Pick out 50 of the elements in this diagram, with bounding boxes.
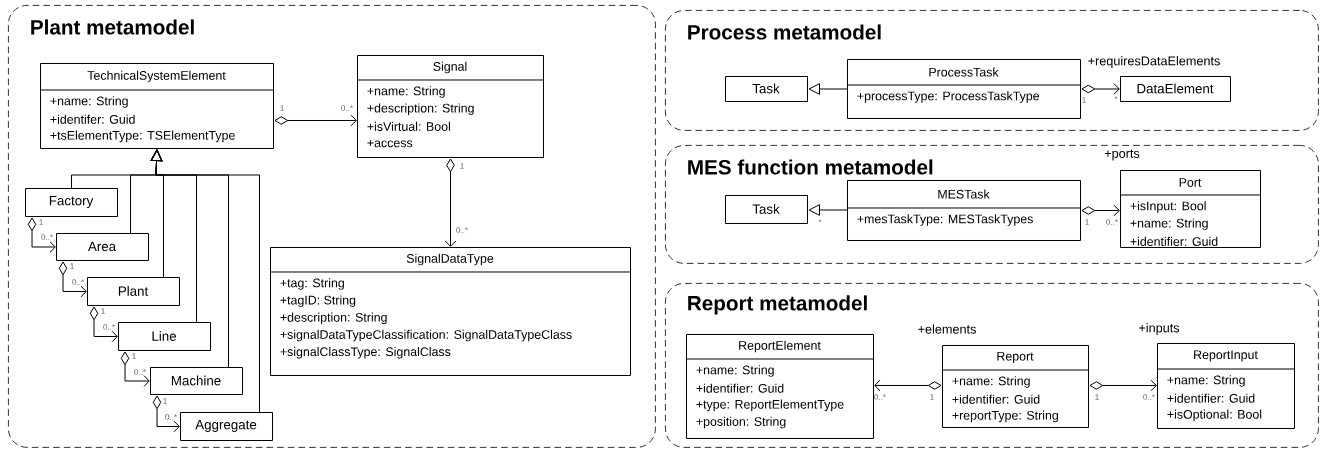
- class-box: Signal +name: String +description: String +isVirtual: Bool +access: [356, 55, 544, 158]
- aggregation-arrow: [874, 379, 942, 392]
- multiplicity-label: 1: [39, 219, 43, 225]
- class-box: MESTask +mesTaskType: MESTaskTypes: [846, 180, 1081, 241]
- aggregation-arrow: [58, 261, 87, 298]
- class-box: Machine: [150, 367, 243, 395]
- multiplicity-label: 1: [70, 263, 74, 269]
- class-box: Report +name: String +identifier: Guid +reportType: String: [941, 345, 1089, 428]
- class-box: Task: [725, 195, 808, 224]
- aggregation-arrow: [152, 395, 180, 433]
- aggregation-arrow: [1081, 204, 1120, 217]
- aggregation-arrow: [27, 217, 56, 253]
- multiplicity-label: 0..*: [72, 279, 84, 285]
- class-box: Factory: [25, 188, 118, 217]
- multiplicity-label: 1: [132, 353, 136, 359]
- edge-label: +elements: [916, 323, 978, 335]
- multiplicity-label: *: [818, 219, 822, 223]
- multiplicity-label: *: [1114, 96, 1118, 100]
- multiplicity-label: 0..*: [456, 227, 468, 233]
- class-box: TechnicalSystemElement +name: String +identifer: Guid +tsElementType: TSElementType: [39, 63, 274, 149]
- multiplicity-label: 0..*: [103, 324, 115, 330]
- aggregation-arrow: [89, 306, 118, 343]
- class-box: Task: [725, 76, 808, 102]
- class-box: Plant: [87, 277, 180, 306]
- class-box: SignalDataType +tag: String +tagID: String +description: String +signalDataTypeClassification: SignalDataTypeClass +signalClassType: SignalClass: [269, 247, 631, 376]
- class-box: DataElement: [1120, 76, 1231, 102]
- aggregation-arrow: [1081, 83, 1120, 95]
- multiplicity-label: 1: [163, 398, 167, 404]
- multiplicity-label: 0..*: [41, 234, 53, 240]
- multiplicity-label: 0..*: [134, 369, 146, 375]
- multiplicity-label: 1: [930, 394, 934, 400]
- edge-label: +inputs: [1137, 321, 1181, 337]
- edge-label: +requiresDataElements: [1086, 54, 1222, 70]
- aggregation-arrow: [1089, 379, 1157, 392]
- edge-label: +ports: [1102, 148, 1142, 162]
- class-box: Line: [118, 322, 211, 351]
- class-box: Area: [56, 233, 149, 261]
- class-box: Aggregate: [180, 412, 273, 441]
- generalization-arrow: [150, 149, 260, 413]
- generalization-arrow: [808, 204, 848, 216]
- aggregation-arrow: [120, 351, 150, 387]
- multiplicity-label: 0..*: [165, 414, 177, 420]
- class-box: Port +isInput: Bool +name: String +identifier: Guid: [1119, 170, 1261, 248]
- class-box: ReportInput +name: String +identifier: Guid +isOptional: Bool: [1156, 343, 1295, 429]
- aggregation-arrow: [444, 158, 457, 247]
- generalization-arrow: [808, 83, 848, 95]
- multiplicity-label: 1: [101, 308, 105, 314]
- class-box: ReportElement +name: String +identifier: Guid +type: ReportElementType +position: String: [685, 334, 874, 439]
- aggregation-arrow: [274, 114, 357, 127]
- class-box: ProcessTask +processType: ProcessTaskType: [846, 59, 1081, 119]
